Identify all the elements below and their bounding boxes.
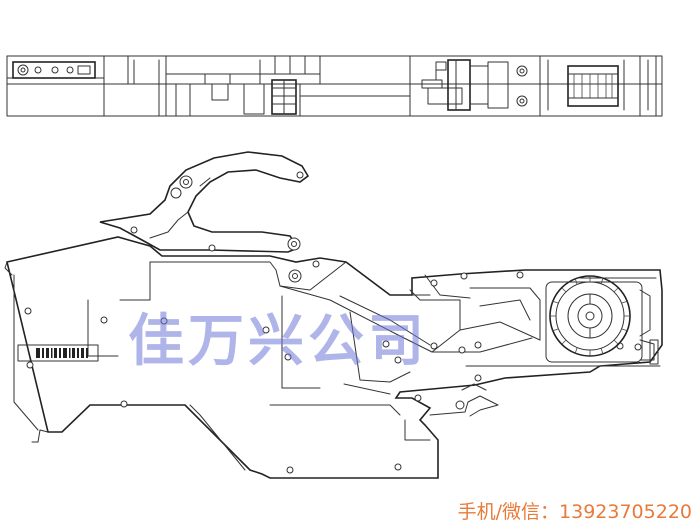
- sprocket-wheel-icon: [545, 275, 643, 363]
- control-panel-icon: [12, 61, 96, 79]
- contact-phone-wechat: 手机/微信：13923705220: [457, 501, 692, 523]
- feeder-top-view-icon: [6, 55, 663, 117]
- feeder-side-view-icon: [4, 151, 663, 479]
- barcode-label-icon: [17, 344, 99, 362]
- company-watermark: 佳万兴公司: [128, 309, 428, 374]
